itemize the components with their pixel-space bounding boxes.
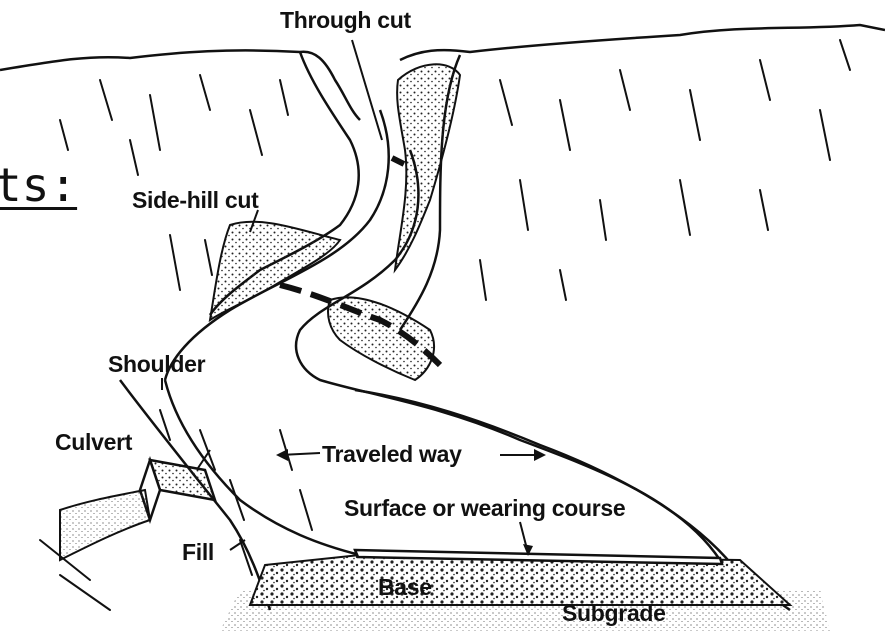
label-culvert: Culvert — [55, 429, 133, 455]
side-hill-cut-face — [210, 222, 340, 320]
cut-bank-lower — [328, 297, 434, 380]
label-fill: Fill — [182, 539, 214, 565]
road — [165, 110, 790, 610]
road-centerline-upper — [392, 158, 404, 164]
label-surface-course: Surface or wearing course — [344, 495, 625, 521]
label-side-hill-cut: Side-hill cut — [132, 187, 259, 213]
label-shoulder: Shoulder — [108, 351, 206, 377]
label-subgrade: Subgrade — [562, 600, 666, 626]
label-traveled-way: Traveled way — [322, 441, 462, 467]
through-cut-face — [395, 64, 460, 270]
label-base: Base — [378, 574, 432, 600]
label-through-cut: Through cut — [280, 7, 411, 33]
